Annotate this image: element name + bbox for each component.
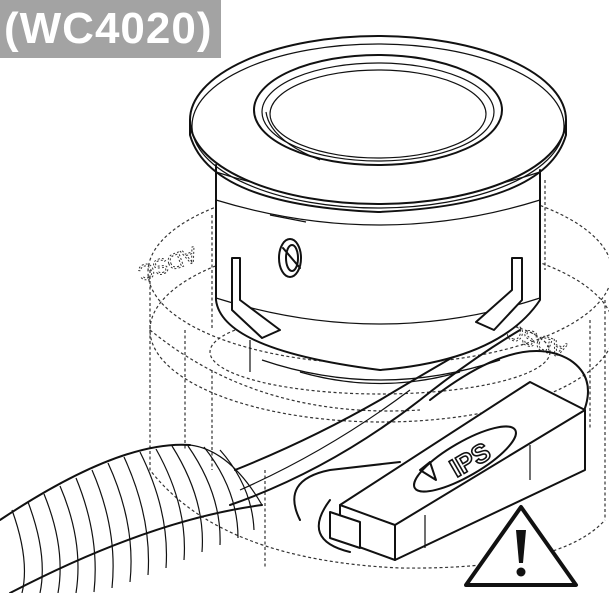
- flexible-conduit: [0, 443, 263, 593]
- lid-flange: [189, 35, 567, 213]
- base-marking-left: ADSC: [135, 242, 201, 286]
- model-badge: (WC4020): [0, 0, 221, 58]
- socket-body: [215, 164, 541, 385]
- ips-module: IPS: [329, 381, 586, 561]
- warning-triangle-icon: [464, 505, 578, 587]
